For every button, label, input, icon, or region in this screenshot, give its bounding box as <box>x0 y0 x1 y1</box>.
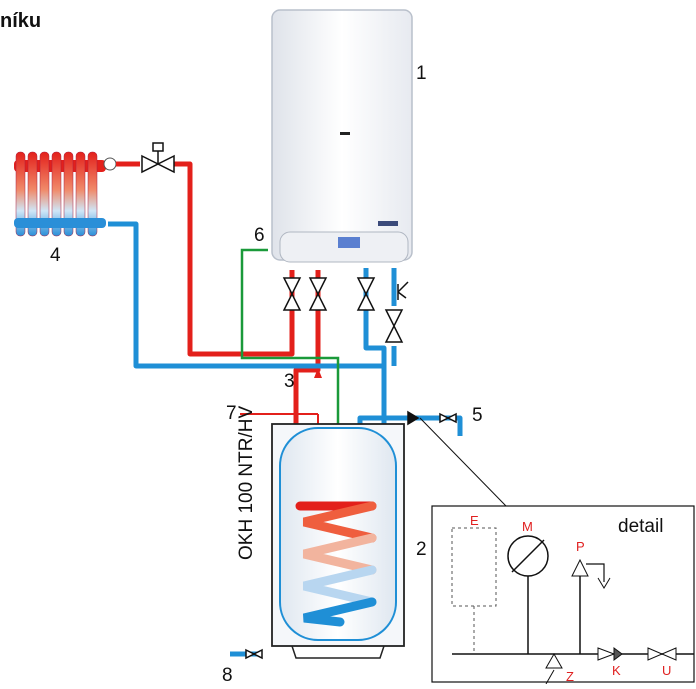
valves <box>141 142 457 660</box>
label-radiator: 4 <box>50 245 61 266</box>
label-detail-ref: 2 <box>416 539 427 560</box>
heat-coil <box>295 501 377 627</box>
label-pipe-junction: 3 <box>284 371 295 392</box>
detail-label-drain-valve: Z <box>566 669 574 684</box>
boiler <box>271 9 413 263</box>
page-title: níku <box>0 10 42 32</box>
label-sensor: 7 <box>226 403 237 424</box>
label-drain: 8 <box>222 665 233 686</box>
label-control: 6 <box>254 225 265 246</box>
detail-label-expansion: E <box>470 513 479 528</box>
detail-label-check-valve: K <box>612 663 621 678</box>
label-boiler: 1 <box>416 63 427 84</box>
tank-model-label: OKH 100 NTR/HV <box>236 405 257 560</box>
detail-box <box>431 505 695 685</box>
detail-label-manometer: M <box>522 519 533 534</box>
detail-label-shutoff-valve: U <box>662 663 672 678</box>
label-cold-inlet: 5 <box>472 405 483 426</box>
detail-heading: detail <box>618 516 664 537</box>
radiator <box>14 151 117 237</box>
signal-line <box>240 248 340 530</box>
detail-label-safety-valve: P <box>576 539 585 554</box>
